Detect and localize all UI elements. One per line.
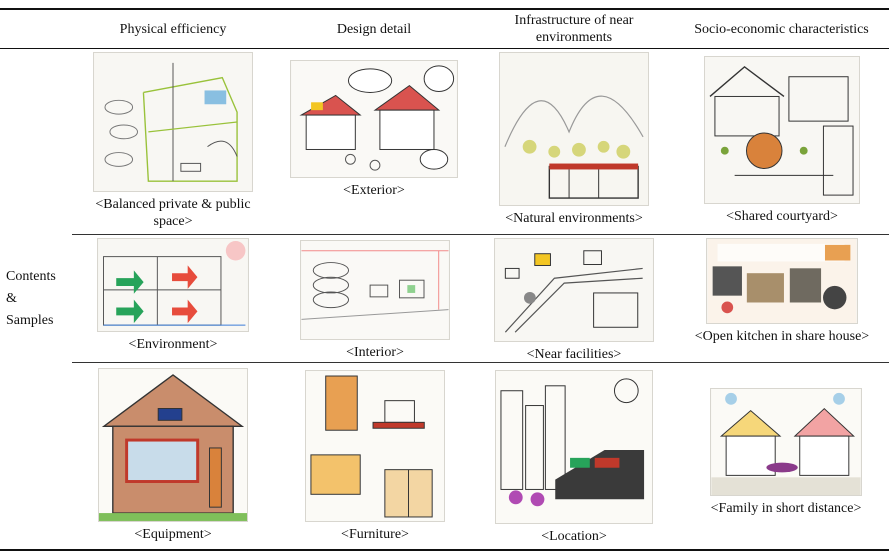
table-top-rule: [0, 8, 889, 10]
house-sketch-drawing: [94, 53, 252, 191]
table-header-rule: [0, 48, 889, 49]
comparison-table: Physical efficiency Design detail Infras…: [0, 8, 889, 552]
natural-environment-sketch-drawing: [500, 53, 648, 205]
table-cell: <Natural environments>: [486, 52, 662, 227]
table-cell: <Furniture>: [300, 370, 450, 543]
image-caption: <Exterior>: [343, 183, 405, 198]
image-caption: <Interior>: [346, 345, 404, 360]
table-cell: <Shared courtyard>: [690, 56, 874, 225]
image-caption: <Open kitchen in share house>: [694, 329, 870, 344]
image-caption: <Near facilities>: [526, 347, 622, 362]
table-cell: <Open kitchen in share house>: [692, 238, 872, 345]
row-header-line: Contents: [6, 269, 56, 284]
column-header-design-detail: Design detail: [336, 21, 412, 37]
sketch-image: [98, 368, 248, 522]
table-bottom-rule: [0, 549, 889, 551]
furniture-sketch-drawing: [306, 371, 444, 521]
environment-sketch-drawing: [98, 239, 248, 331]
image-caption: <Family in short distance>: [710, 501, 862, 516]
table-cell: <Near facilities>: [484, 238, 664, 363]
column-header-infrastructure: Infrastructure of near environments: [514, 13, 634, 45]
table-cell: <Exterior>: [284, 60, 464, 199]
sketch-image: [494, 238, 654, 342]
table-cell: <Location>: [486, 370, 662, 545]
column-header-physical-efficiency: Physical efficiency: [119, 21, 227, 37]
row-header-line: Samples: [6, 313, 54, 328]
sketch-image: [93, 52, 253, 192]
open-kitchen-collage-drawing: [707, 239, 857, 323]
table-row-rule: [72, 362, 889, 363]
table-cell: <Family in short distance>: [696, 388, 876, 517]
image-caption: <Natural environments>: [505, 211, 643, 226]
equipment-house-drawing: [99, 369, 247, 521]
table-cell: <Balanced private & public space>: [80, 52, 266, 230]
table-cell: <Equipment>: [90, 368, 256, 543]
table-cell: <Environment>: [82, 238, 264, 353]
sketch-image: [495, 370, 653, 524]
image-caption: <Furniture>: [341, 527, 409, 542]
sketch-image: [704, 56, 860, 204]
row-header-line: &: [6, 291, 17, 306]
image-caption: <Equipment>: [134, 527, 212, 542]
table-row-rule: [72, 234, 889, 235]
image-caption: <Shared courtyard>: [726, 209, 838, 224]
image-caption: <Environment>: [128, 337, 218, 352]
family-houses-sketch-drawing: [711, 389, 861, 495]
sketch-image: [300, 240, 450, 340]
interior-sketch-drawing: [301, 241, 449, 339]
sketch-image: [290, 60, 458, 178]
sketch-image: [305, 370, 445, 522]
sketch-image: [499, 52, 649, 206]
sketch-image: [97, 238, 249, 332]
exterior-sketch-drawing: [291, 61, 457, 177]
image-caption: <Balanced private & public space>: [95, 197, 251, 229]
column-header-socio-economic: Socio-economic characteristics: [694, 21, 869, 37]
table-cell: <Interior>: [290, 240, 460, 361]
row-header: Contents & Samples: [6, 266, 56, 332]
near-facilities-sketch-drawing: [495, 239, 653, 341]
location-city-sketch-drawing: [496, 371, 652, 523]
sketch-image: [706, 238, 858, 324]
shared-courtyard-sketch-drawing: [705, 57, 859, 203]
sketch-image: [710, 388, 862, 496]
image-caption: <Location>: [541, 529, 607, 544]
